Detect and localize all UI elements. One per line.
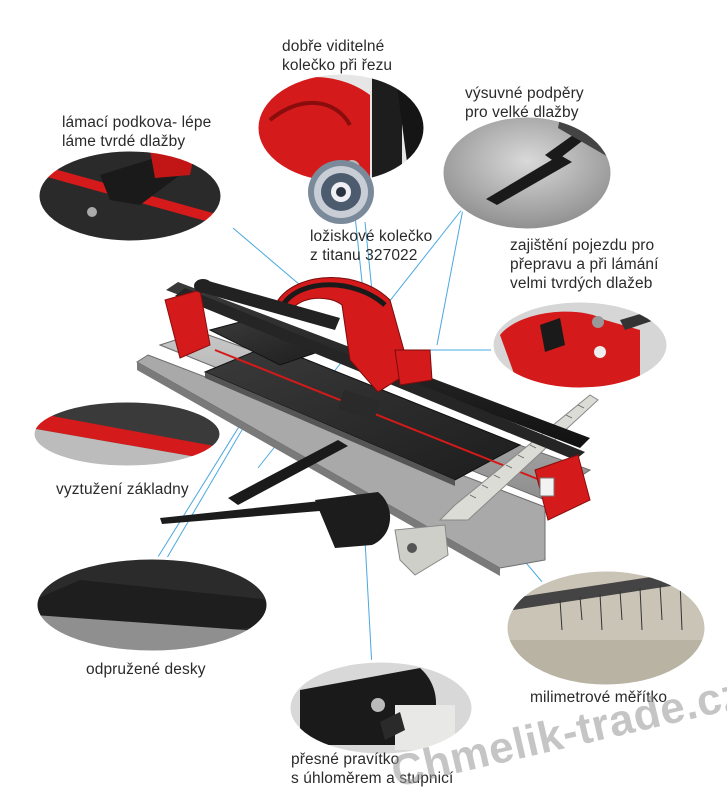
label-breaking-shoe-line2: láme tvrdé dlažby — [62, 133, 186, 150]
label-precise-ruler-line2: s úhloměrem a stupnicí — [291, 770, 454, 787]
zoom-breaking-shoe — [38, 150, 222, 242]
label-sprung-plates: odpružené desky — [86, 660, 206, 679]
tile-cutter — [136, 277, 599, 576]
label-wheel-visible: dobře viditelné kolečko při řezu — [282, 37, 392, 75]
label-millimeter-scale-line1: milimetrové měřítko — [530, 689, 668, 706]
label-precise-ruler: přesné pravítko s úhloměrem a stupnicí — [291, 750, 453, 788]
label-reinforced-base-line1: vyztužení základny — [56, 481, 189, 498]
label-carriage-lock: zajištění pojezdu pro přepravu a při lám… — [510, 236, 659, 293]
zoom-carriage-lock — [492, 301, 668, 389]
bearing-wheel-image — [308, 160, 374, 224]
zoom-sprung-plates — [36, 558, 268, 652]
label-extension-supports-line2: pro velké dlažby — [465, 104, 579, 121]
label-wheel-visible-line2: kolečko při řezu — [282, 57, 393, 74]
label-precise-ruler-line1: přesné pravítko — [291, 751, 400, 768]
label-breaking-shoe-line1: lámací podkova- lépe — [62, 114, 212, 131]
label-bearing-wheel-line1: ložiskové kolečko — [310, 228, 433, 245]
zoom-extension-supports — [442, 116, 612, 230]
label-bearing-wheel: ložiskové kolečko z titanu 327022 — [310, 227, 432, 265]
label-millimeter-scale: milimetrové měřítko — [530, 688, 667, 707]
zoom-precise-ruler — [289, 661, 473, 755]
label-breaking-shoe: lámací podkova- lépe láme tvrdé dlažby — [62, 113, 211, 151]
label-sprung-plates-line1: odpružené desky — [86, 661, 206, 678]
zoom-millimeter-scale — [506, 570, 706, 686]
label-wheel-visible-line1: dobře viditelné — [282, 38, 385, 55]
label-carriage-lock-line3: velmi tvrdých dlažeb — [510, 275, 653, 292]
label-carriage-lock-line1: zajištění pojezdu pro — [510, 237, 655, 254]
label-bearing-wheel-line2: z titanu 327022 — [310, 247, 418, 264]
label-reinforced-base: vyztužení základny — [56, 480, 189, 499]
label-extension-supports-line1: výsuvné podpěry — [465, 85, 584, 102]
label-carriage-lock-line2: přepravu a při lámání — [510, 256, 659, 273]
zoom-reinforced-base — [33, 401, 221, 467]
label-extension-supports: výsuvné podpěry pro velké dlažby — [465, 84, 584, 122]
